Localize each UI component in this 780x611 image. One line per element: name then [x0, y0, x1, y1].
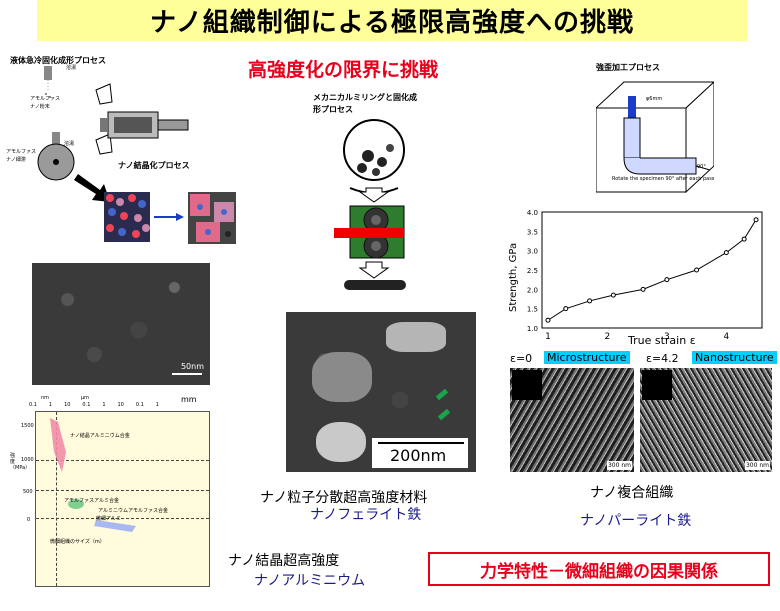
melt-label-2: 溶湯 — [64, 141, 75, 147]
al-annot-2: アモルファスアルミ合金 — [64, 498, 119, 504]
al-xtick: 1 — [48, 402, 53, 408]
al-xtick: 0.1 — [29, 402, 37, 408]
al-xtick: 0.1 — [135, 402, 144, 408]
pearlite-micrograph-right: 300 nm — [640, 368, 772, 472]
al-xtick: 0.1 — [82, 402, 91, 408]
ecap-diagram — [596, 81, 714, 194]
strength-xlabel: True strain ε — [628, 334, 696, 347]
strength-ylabel: Strength, GPa — [508, 242, 519, 312]
milling-label: メカニカルミリングと固化成形プロセス — [313, 93, 417, 114]
strength-point — [664, 277, 670, 283]
al-chart-plot: ナノ結晶アルミニウム合金 アモルファスアルミ合金 アルミニウムアモルファス合金 … — [35, 411, 210, 587]
conclusion-text: 力学特性－微細組織の因果関係 — [480, 561, 718, 582]
tem-image: 200nm — [286, 312, 476, 472]
microstructure-label: Microstructure — [544, 351, 630, 364]
al-annot-1: ナノ結晶アルミニウム合金 — [70, 433, 130, 439]
scale-left: 300 nm — [606, 461, 632, 470]
diffraction-pattern-right — [642, 370, 672, 400]
ecap-rotate-note: Rotate the specimen 90° after each pass — [612, 176, 715, 182]
tem-scale-label: 200nm — [390, 446, 447, 465]
strength-point — [587, 298, 593, 304]
strength-xtick: 2 — [605, 332, 611, 342]
al-xtick: 10 — [117, 402, 124, 408]
liquid-quench-diagram — [37, 66, 236, 244]
conclusion-box: 力学特性－微細組織の因果関係 — [428, 552, 770, 586]
al-xlabel: 微細組織のサイズ（m） — [50, 539, 105, 545]
strength-ytick: 2.5 — [527, 267, 538, 275]
left-strain-label: ε=0 — [510, 352, 533, 365]
strength-ytick: 3.5 — [527, 228, 538, 236]
ecap-angle: 90° — [697, 164, 706, 170]
sem-image: 50nm — [32, 263, 210, 385]
al-ytick-1: 1000 — [21, 457, 34, 463]
melt-label-1: 溶湯 — [66, 65, 77, 71]
strength-ytick: 3.0 — [527, 248, 538, 256]
strength-point — [694, 267, 700, 273]
liquid-quench-label: 液体急冷固化成形プロセス — [10, 56, 106, 65]
nanostructure-label: Nanostructure — [692, 351, 777, 364]
al-top-tick-nm: nm — [41, 395, 50, 401]
strength-xtick: 4 — [723, 332, 729, 342]
pearlite-micrograph-left: 300 nm — [510, 368, 634, 472]
scale-right: 300 nm — [744, 461, 770, 470]
al-title: ナノ結晶超高強度 — [228, 553, 340, 569]
strength-xtick: 3 — [664, 332, 670, 342]
tem-scale-box: 200nm — [372, 438, 468, 468]
al-xtick: 1 — [102, 402, 106, 408]
composite-sub: ナノパーライト鉄 — [580, 513, 692, 529]
sem-scale-label: 50nm — [180, 362, 204, 371]
particle-title: ナノ粒子分散超高強度材料 — [260, 490, 428, 506]
al-ylabel: 強度（MPa） — [10, 453, 31, 471]
milling-diagram — [334, 119, 406, 290]
particle-sub: ナノフェライト鉄 — [310, 507, 422, 523]
strength-ytick: 1.0 — [527, 325, 538, 333]
al-annot-3: アルミニウムアモルファス合金 — [98, 508, 168, 514]
pearlite-panel: ε=0 Microstructure ε=4.2 Nanostructure 3… — [510, 351, 777, 474]
subtitle: 高強度化の限界に挑戦 — [248, 59, 439, 81]
strength-point — [741, 236, 747, 242]
strength-point — [753, 217, 759, 223]
strength-ytick: 1.5 — [527, 306, 538, 314]
nanocrystal-label: ナノ結晶化プロセス — [118, 161, 190, 170]
al-ytick-0: 1500 — [21, 423, 34, 429]
al-ytick-3: 0 — [27, 517, 31, 523]
strength-point — [723, 250, 729, 256]
al-sub: ナノアルミニウム — [254, 573, 366, 589]
amorphous-strip-label: アモルファス ナノ細滞 — [6, 149, 37, 163]
strength-point — [640, 286, 646, 292]
strength-chart-svg: 1.0 1.5 2.0 2.5 3.0 3.5 4.0 1 2 3 4 — [527, 209, 763, 342]
al-top-unit: mm — [181, 395, 197, 404]
ecap-diameter: φ6mm — [646, 96, 663, 102]
title-banner: ナノ組織制御による極限高強度への挑戦 — [37, 0, 747, 41]
page-title: ナノ組織制御による極限高強度への挑戦 — [150, 8, 634, 38]
diffraction-pattern-left — [512, 370, 542, 400]
al-xtick: 1 — [155, 402, 159, 408]
al-top-tick-um: μm — [81, 395, 90, 401]
strength-point — [610, 292, 616, 298]
strength-plot-frame — [541, 211, 763, 329]
composite-title: ナノ複合組織 — [590, 485, 674, 501]
strength-ytick: 2.0 — [527, 286, 538, 294]
strength-series-line — [547, 219, 757, 321]
strength-xtick: 1 — [545, 332, 551, 342]
al-ytick-2: 500 — [23, 489, 33, 495]
al-annot-4: 微細アルミ — [96, 516, 121, 522]
strength-point — [563, 306, 569, 312]
right-strain-label: ε=4.2 — [646, 352, 679, 365]
strength-ytick: 4.0 — [527, 209, 538, 217]
al-xticks: 0.1 1 10 0.1 1 10 0.1 1 — [29, 402, 159, 408]
al-xtick: 10 — [64, 402, 71, 408]
strength-point — [545, 317, 551, 323]
sem-scale-bar — [172, 373, 202, 375]
severe-strain-label: 強歪加工プロセス — [596, 63, 660, 72]
al-chart-panel: ナノ結晶アルミニウム合金 アモルファスアルミ合金 アルミニウムアモルファス合金 … — [5, 393, 210, 588]
amorphous-powder-label: アモルファス ナノ粉末 — [30, 96, 61, 110]
